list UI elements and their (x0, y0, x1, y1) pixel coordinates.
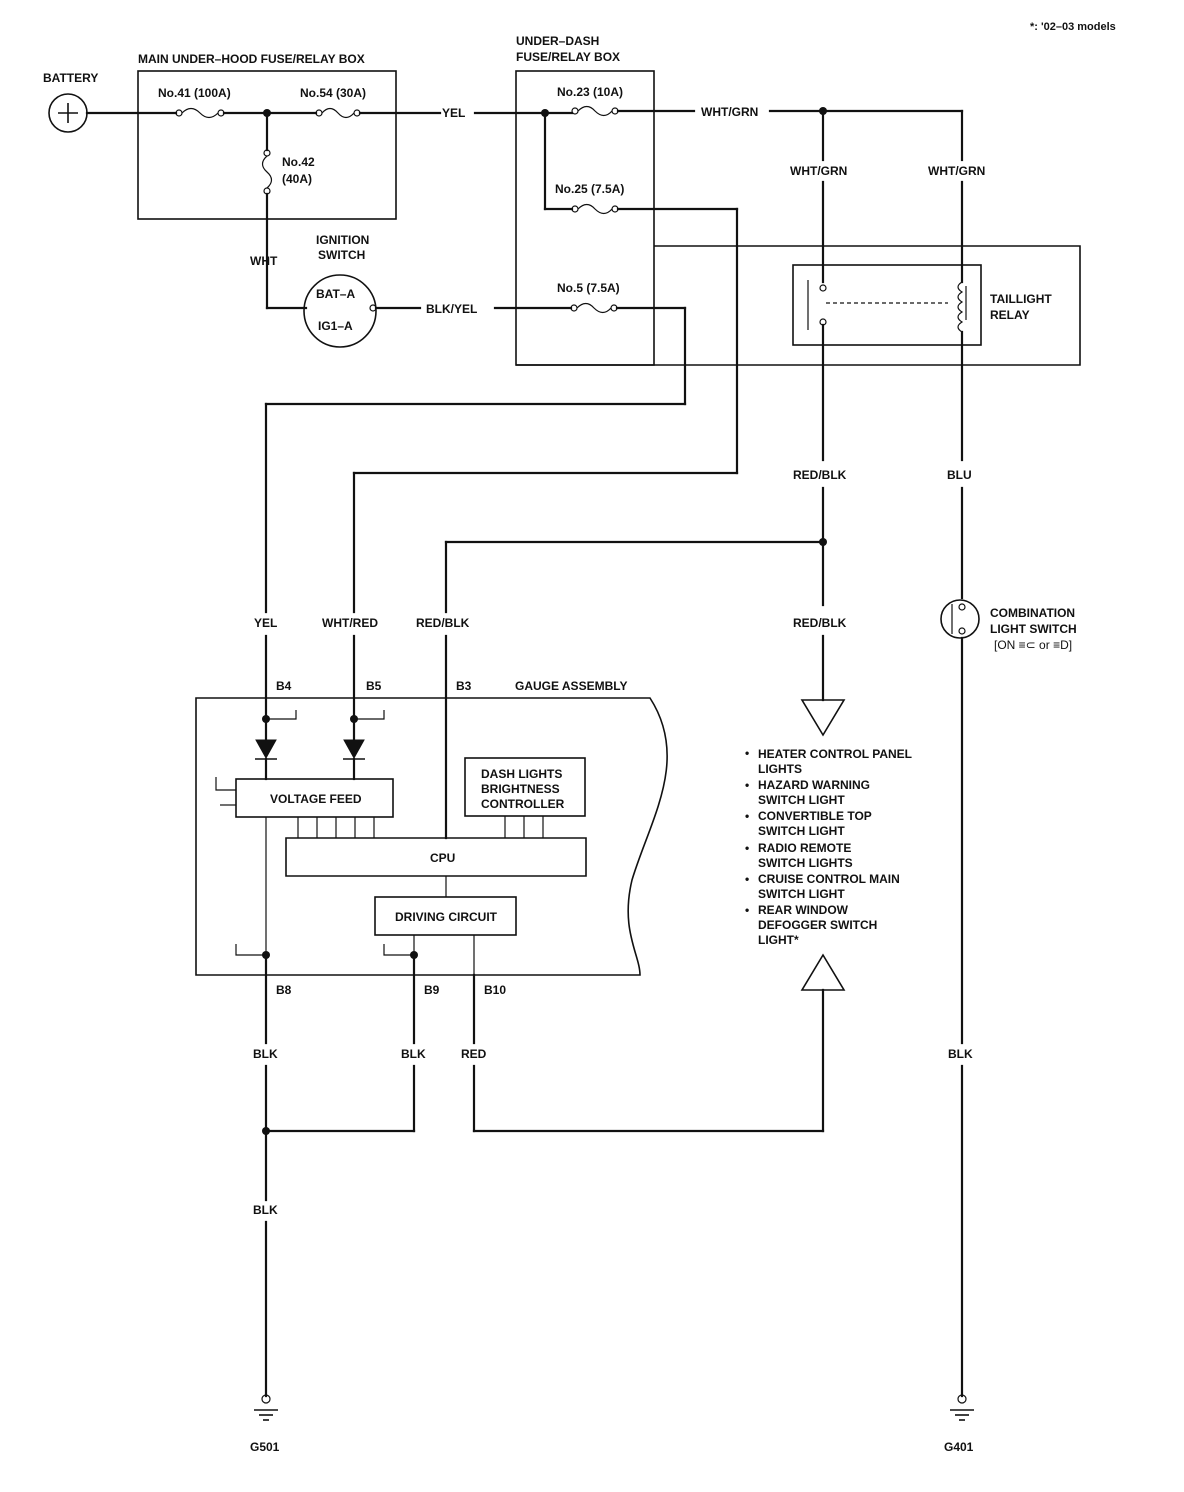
load-bullet: • (745, 778, 749, 792)
wire-wht-red: WHT/RED (322, 616, 378, 630)
dash-controller-label-1: DASH LIGHTS (481, 767, 562, 781)
load-item-5-line1: CRUISE CONTROL MAIN (758, 872, 900, 886)
fuse-42-icon (261, 149, 273, 195)
combination-light-switch-icon (940, 599, 980, 639)
taillight-relay-label-1: TAILLIGHT (990, 292, 1052, 306)
ignition-switch-icon (303, 274, 377, 348)
fuse-25-icon (571, 203, 619, 215)
load-item-6-line3: LIGHT* (758, 933, 799, 947)
pin-b5: B5 (366, 679, 382, 693)
fuse-41-icon (175, 107, 225, 119)
ignition-switch-title-1: IGNITION (316, 233, 369, 247)
dash-controller-label-2: BRIGHTNESS (481, 782, 560, 796)
fuse-54-label: No.54 (30A) (300, 86, 366, 100)
gauge-assembly-title: GAUGE ASSEMBLY (515, 679, 627, 693)
combination-switch-label-3: [ON ≡⊂ or ≡D] (994, 638, 1072, 652)
gauge-assembly-outline (195, 697, 668, 976)
wire-wht-grn-right: WHT/GRN (928, 164, 985, 178)
load-bullet: • (745, 872, 749, 886)
fuse-54-icon (315, 107, 361, 119)
load-item-2-line1: HAZARD WARNING (758, 778, 870, 792)
taillight-relay-box (792, 264, 982, 346)
diode-b5-icon (343, 739, 365, 760)
ground-g501-label: G501 (250, 1440, 280, 1454)
load-item-4-line2: SWITCH LIGHTS (758, 856, 853, 870)
wire-blk-yel: BLK/YEL (426, 302, 477, 316)
load-bullet: • (745, 746, 749, 760)
load-item-1-line2: LIGHTS (758, 762, 802, 776)
dash-lights-controller-box (464, 757, 586, 817)
load-item-5-line2: SWITCH LIGHT (758, 887, 845, 901)
ignition-bat-terminal: BAT–A (316, 287, 355, 301)
driving-circuit-box (374, 896, 517, 936)
pin-b9: B9 (424, 983, 440, 997)
wire-blu: BLU (947, 468, 972, 482)
fuse-23-icon (571, 105, 619, 117)
wire-wht-grn-top: WHT/GRN (701, 105, 758, 119)
wire-red-b10: RED (461, 1047, 487, 1061)
diode-b4-icon (255, 739, 277, 760)
ground-g401-icon (950, 1394, 974, 1421)
dash-controller-label-3: CONTROLLER (481, 797, 565, 811)
pin-b3: B3 (456, 679, 472, 693)
load-connector-bottom (800, 953, 846, 991)
wire-wht-grn-left: WHT/GRN (790, 164, 847, 178)
wire-red-blk-right: RED/BLK (793, 616, 847, 630)
ground-g501-icon (254, 1394, 278, 1421)
load-bullet: • (745, 809, 749, 823)
load-item-1-line1: HEATER CONTROL PANEL (758, 747, 912, 761)
cpu-label: CPU (430, 851, 455, 865)
load-item-6-line2: DEFOGGER SWITCH (758, 918, 877, 932)
load-item-3-line1: CONVERTIBLE TOP (758, 809, 872, 823)
load-item-3-line2: SWITCH LIGHT (758, 824, 845, 838)
wire-wht: WHT (250, 254, 278, 268)
relay-contact-icon (807, 280, 948, 330)
pin-b10: B10 (484, 983, 506, 997)
ground-g401-label: G401 (944, 1440, 974, 1454)
battery-label: BATTERY (43, 71, 98, 85)
combination-switch-label-2: LIGHT SWITCH (990, 622, 1077, 636)
load-item-2-line2: SWITCH LIGHT (758, 793, 845, 807)
battery-icon (48, 93, 88, 133)
wire-red-blk-mid: RED/BLK (416, 616, 470, 630)
driving-circuit-label: DRIVING CIRCUIT (395, 910, 498, 924)
pin-b8: B8 (276, 983, 292, 997)
load-list: • HEATER CONTROL PANEL LIGHTS • HAZARD W… (745, 746, 912, 947)
relay-coil-icon (957, 281, 967, 333)
fuse-5-icon (570, 302, 618, 314)
load-bullet: • (745, 903, 749, 917)
wire-blk-right: BLK (948, 1047, 973, 1061)
voltage-feed-box (235, 778, 394, 818)
voltage-feed-label: VOLTAGE FEED (270, 792, 362, 806)
load-connector-top (800, 699, 846, 737)
fuse-23-label: No.23 (10A) (557, 85, 623, 99)
cpu-box (285, 837, 587, 877)
taillight-relay-label-2: RELAY (990, 308, 1030, 322)
wire-yel-mid: YEL (254, 616, 277, 630)
wire-blk-b8: BLK (253, 1047, 278, 1061)
load-bullet: • (745, 841, 749, 855)
ignition-ig1-terminal: IG1–A (318, 319, 353, 333)
wire-blk-lower: BLK (253, 1203, 278, 1217)
load-item-4-line1: RADIO REMOTE (758, 841, 851, 855)
wire-red-blk-upper: RED/BLK (793, 468, 847, 482)
load-item-6-line1: REAR WINDOW (758, 903, 849, 917)
fuse-25-label: No.25 (7.5A) (555, 182, 624, 196)
underdash-fuse-relay-box (515, 70, 655, 366)
wire-blk-b9: BLK (401, 1047, 426, 1061)
pin-b4: B4 (276, 679, 292, 693)
fuse-41-label: No.41 (100A) (158, 86, 231, 100)
fuse-5-label: No.5 (7.5A) (557, 281, 620, 295)
ignition-switch-title-2: SWITCH (318, 248, 365, 262)
combination-switch-label-1: COMBINATION (990, 606, 1075, 620)
underdash-box-title-1: UNDER–DASH (516, 34, 599, 48)
underhood-box-title: MAIN UNDER–HOOD FUSE/RELAY BOX (138, 52, 365, 66)
model-note: *: '02–03 models (1030, 21, 1116, 33)
wire-yel-top: YEL (442, 106, 465, 120)
fuse-42-label-1: No.42 (282, 155, 315, 169)
fuse-42-label-2: (40A) (282, 172, 312, 186)
underdash-box-title-2: FUSE/RELAY BOX (516, 50, 620, 64)
